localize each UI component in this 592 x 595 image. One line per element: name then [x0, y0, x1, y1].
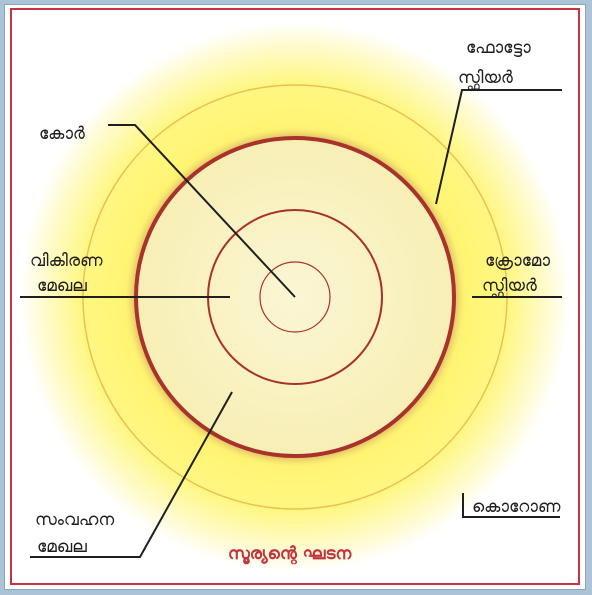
- corona-leader: [462, 493, 560, 518]
- label-convection-1: സംവഹന: [35, 510, 114, 530]
- convection-leader: [30, 391, 233, 558]
- label-corona: കൊറോണ: [472, 497, 561, 517]
- photosphere-leader: [435, 89, 562, 205]
- label-photosphere-1: ഫോട്ടോ: [466, 38, 531, 58]
- diagram-title: സൂര്യന്റെ ഘടന: [228, 544, 352, 565]
- label-radiation-2: മേഖല: [37, 276, 87, 296]
- core-ring: [259, 261, 331, 333]
- label-chromosphere-2: സ്ഫിയർ: [482, 276, 537, 298]
- label-convection-2: മേഖല: [37, 537, 87, 557]
- leader-lines: [20, 89, 562, 558]
- core-leader: [108, 124, 296, 298]
- label-chromosphere-1: ക്രോമോ: [485, 251, 550, 271]
- label-radiation-1: വികിരണ: [30, 251, 103, 271]
- label-photosphere-2: സ്ഫിയർ: [458, 68, 513, 90]
- label-core: കോർ: [39, 124, 85, 144]
